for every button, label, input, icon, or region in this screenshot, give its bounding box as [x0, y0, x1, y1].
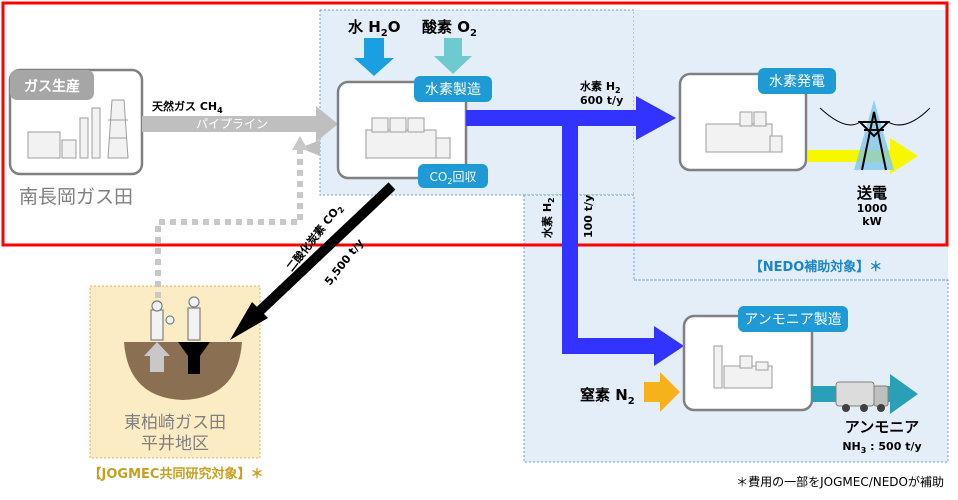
- pipeline-label: パイプライン: [196, 117, 268, 131]
- return-gas-arrowhead: [300, 140, 320, 156]
- power-plant-icon: [705, 111, 783, 153]
- nitrogen-arrow: [644, 372, 680, 412]
- power-output-value: 1000: [857, 202, 888, 215]
- power-generation-badge-box: [758, 68, 836, 94]
- ammonia-plant-icon: [713, 345, 773, 389]
- gas-production-facility: ガス生産 南長岡ガス田: [8, 68, 144, 208]
- recirculation-arrowhead: [292, 136, 308, 150]
- power-output-unit: kW: [862, 215, 881, 228]
- tanker-truck-icon: [835, 381, 889, 412]
- extraction-arrow: [144, 342, 170, 372]
- wellhead-icon: [150, 296, 201, 341]
- footnote: ＊費用の一部をJOGMEC/NEDOが補助: [736, 474, 944, 489]
- co2-flow-arrowhead: [230, 302, 268, 340]
- h2-to-ammonia-arrow: [562, 326, 684, 366]
- gas-plant-icon: [27, 99, 129, 159]
- oxygen-arrow: [434, 38, 472, 74]
- nitrogen-label: 窒素 N2: [580, 386, 635, 407]
- ammonia-production-badge: アンモニア製造: [744, 312, 841, 328]
- source-field-name: 南長岡ガス田: [19, 186, 133, 208]
- storage-field-name: 東柏崎ガス田: [124, 413, 226, 433]
- water-arrow: [354, 38, 394, 76]
- oxygen-label: 酸素 O2: [422, 18, 477, 39]
- ammonia-production-badge-box: [738, 306, 848, 332]
- ammonia-product-label: アンモニア: [845, 418, 919, 436]
- h2-to-ammonia-label: 水素 H2: [540, 197, 556, 238]
- jogmec-label: 【JOGMEC共同研究対象】＊: [89, 466, 264, 482]
- h2-to-power-arrow: [466, 96, 676, 140]
- natural-gas-arrow: [142, 106, 338, 142]
- red-scope-frame: [1, 1, 949, 247]
- h2-to-power-amount: 600 t/y: [580, 94, 623, 107]
- hydrogen-production-badge-box: [414, 76, 492, 102]
- power-generation-badge: 水素発電: [769, 74, 825, 90]
- storage-site: 東柏崎ガス田 平井地区: [124, 296, 242, 454]
- co2-flow-arrow: [244, 182, 396, 326]
- nedo-label: 【NEDO補助対象】＊: [750, 259, 883, 275]
- transmission-tower-icon: [819, 107, 931, 171]
- gas-production-badge: ガス生産: [24, 78, 80, 95]
- h2-to-ammonia-amount: 100 t/y: [582, 195, 595, 238]
- hydrogen-plant-icon: [365, 117, 451, 159]
- injection-arrow: [178, 342, 210, 374]
- recirculation-dotted-line: [155, 148, 303, 300]
- hydrogen-production-badge: 水素製造: [425, 82, 481, 98]
- water-label: 水 H2O: [348, 18, 401, 39]
- h2-branch-down: [562, 126, 578, 338]
- natural-gas-label: 天然ガス CH4: [152, 99, 223, 115]
- storage-district-name: 平井地区: [141, 434, 209, 454]
- ammonia-product-amount: NH3 : 500 t/y: [842, 440, 921, 455]
- co2-capture-badge-box: [418, 164, 488, 188]
- h2-to-power-label: 水素 H2: [580, 79, 621, 95]
- co2-capture-badge: CO2回収: [430, 170, 477, 186]
- power-output-label: 送電: [856, 184, 887, 202]
- hydrogen-plant: [336, 80, 468, 180]
- power-plant: [678, 72, 808, 172]
